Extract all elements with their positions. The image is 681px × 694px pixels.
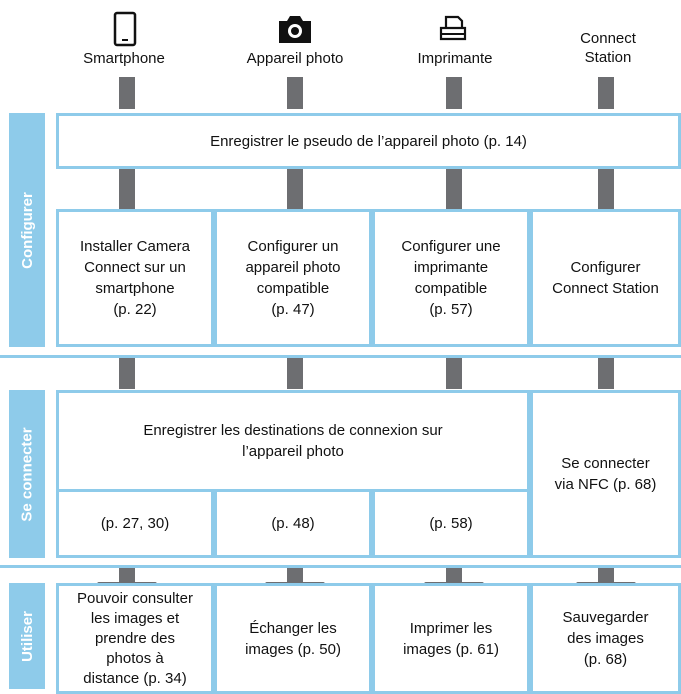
section-connect: Se connecter — [9, 390, 45, 558]
section-use-label: Utiliser — [18, 610, 36, 662]
register-destinations-text: Enregistrer les destinations de connexio… — [143, 422, 443, 460]
connect-ref-smartphone-text: (p. 27, 30) — [100, 515, 170, 532]
connector — [119, 77, 135, 109]
connector — [598, 358, 614, 389]
use-remote-box: Pouvoir consulter les images et prendre … — [56, 583, 214, 694]
column-label-camera: Appareil photo — [246, 49, 344, 67]
camera-icon — [270, 10, 320, 48]
setup-smartphone-box: Installer Camera Connect sur un smartpho… — [56, 209, 214, 347]
use-remote-text: Pouvoir consulter les images et prendre … — [77, 589, 193, 687]
setup-connect-station-text: Configurer Connect Station — [552, 259, 659, 297]
column-label-printer: Imprimante — [417, 49, 493, 67]
connector — [598, 169, 614, 210]
nfc-connect-box: Se connecter via NFC (p. 68) — [530, 390, 681, 558]
connect-ref-camera-text: (p. 48) — [271, 515, 315, 532]
register-nickname-text: Enregistrer le pseudo de l’appareil phot… — [210, 132, 527, 150]
setup-camera-box: Configurer un appareil photo compatible … — [214, 209, 372, 347]
connector — [119, 358, 135, 389]
register-nickname-box: Enregistrer le pseudo de l’appareil phot… — [56, 113, 681, 169]
section-divider — [0, 355, 681, 358]
column-label-connect-station: Connect Station — [580, 30, 636, 66]
setup-connect-station-box: Configurer Connect Station — [530, 209, 681, 347]
use-exchange-box: Échanger les images (p. 50) — [214, 583, 372, 694]
smartphone-icon — [100, 10, 150, 48]
setup-printer-box: Configurer une imprimante compatible (p.… — [372, 209, 530, 347]
printer-icon — [428, 10, 478, 48]
use-print-text: Imprimer les images (p. 61) — [403, 619, 499, 658]
connector — [287, 169, 303, 210]
use-backup-box: Sauvegarder des images (p. 68) — [530, 583, 681, 694]
setup-printer-text: Configurer une imprimante compatible (p.… — [401, 238, 501, 318]
use-exchange-text: Échanger les images (p. 50) — [245, 619, 341, 658]
section-divider — [0, 565, 681, 568]
section-use: Utiliser — [9, 583, 45, 689]
connector — [287, 77, 303, 109]
connect-ref-camera: (p. 48) — [214, 489, 372, 558]
connector — [598, 77, 614, 109]
nfc-connect-text: Se connecter via NFC (p. 68) — [554, 455, 657, 493]
use-print-box: Imprimer les images (p. 61) — [372, 583, 530, 694]
register-destinations-box: Enregistrer les destinations de connexio… — [56, 390, 530, 492]
connect-ref-printer-text: (p. 58) — [429, 515, 473, 532]
connector — [446, 169, 462, 210]
connector — [446, 358, 462, 389]
setup-camera-text: Configurer un appareil photo compatible … — [245, 238, 341, 318]
connect-ref-smartphone: (p. 27, 30) — [56, 489, 214, 558]
connector — [287, 358, 303, 389]
section-configure-label: Configurer — [18, 191, 36, 269]
setup-smartphone-text: Installer Camera Connect sur un smartpho… — [79, 238, 191, 318]
section-configure: Configurer — [9, 113, 45, 347]
column-label-smartphone: Smartphone — [83, 49, 165, 67]
section-connect-label: Se connecter — [18, 426, 36, 522]
connect-ref-printer: (p. 58) — [372, 489, 530, 558]
use-backup-text: Sauvegarder des images (p. 68) — [562, 609, 649, 668]
connector — [446, 77, 462, 109]
connector — [119, 169, 135, 210]
